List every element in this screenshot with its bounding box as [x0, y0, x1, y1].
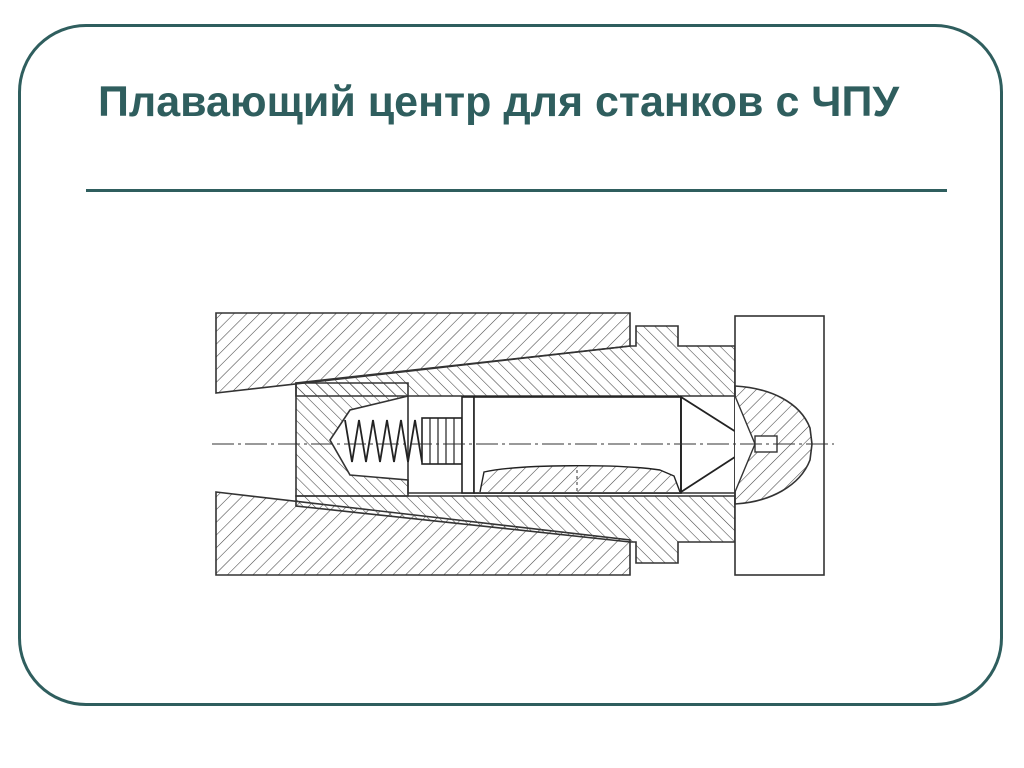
plunger-collar [461, 396, 475, 494]
screw-thread [429, 418, 455, 464]
adjusting-screw [421, 417, 463, 465]
slide-frame [18, 24, 1003, 706]
plunger-groove [479, 465, 681, 493]
slide-title: Плавающий центр для станков с ЧПУ [98, 78, 900, 126]
sleeve-rear-wall [295, 382, 409, 497]
spring [344, 419, 423, 463]
tapered-sleeve-top [295, 325, 736, 397]
floating-center-drawing [212, 312, 834, 576]
title-underline [86, 189, 947, 192]
